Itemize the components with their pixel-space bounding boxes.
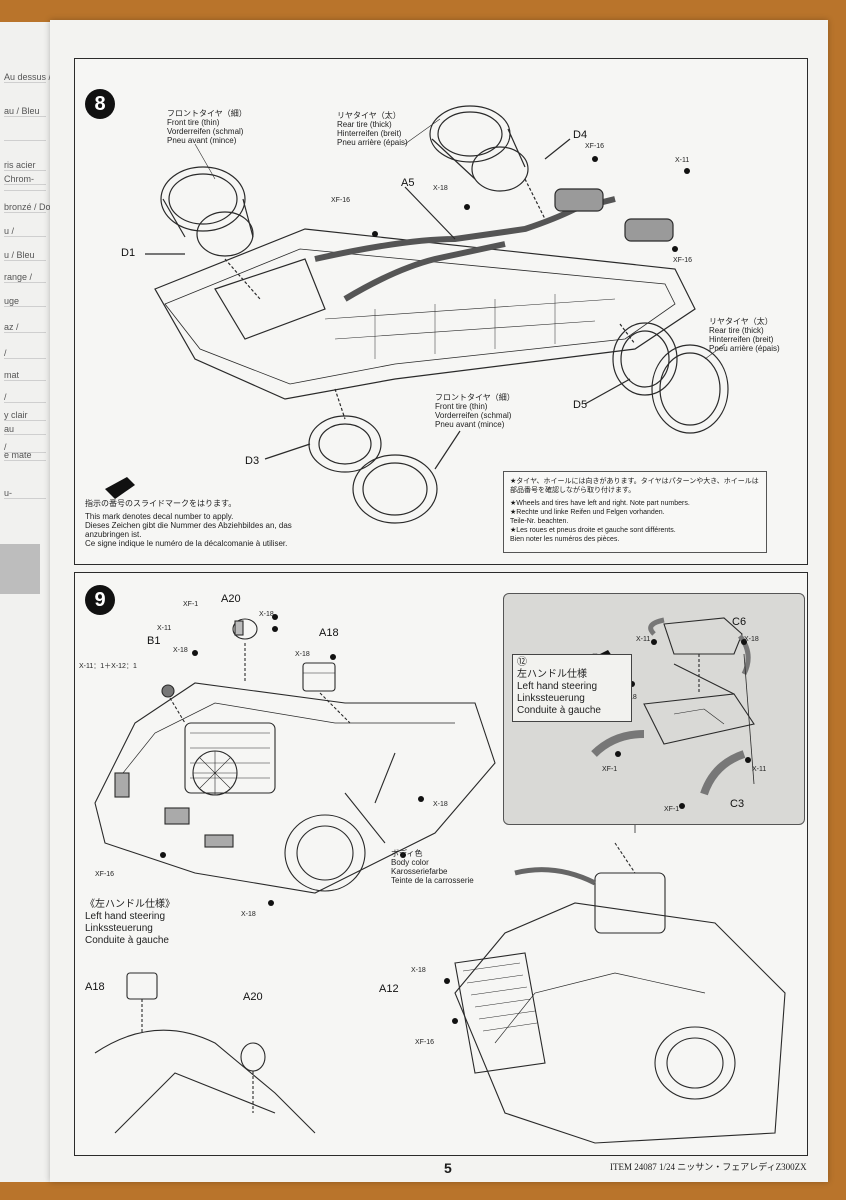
underpage-label: Chrom- xyxy=(4,174,46,185)
step-8-illustration xyxy=(105,105,729,524)
underpage-label: / xyxy=(4,348,46,359)
part-a12-label: A12 xyxy=(379,983,399,995)
paint-code: XF-16 xyxy=(673,257,693,264)
inset-steering-text: ⑫ 左ハンドル仕様 Left hand steering Linkssteuer… xyxy=(517,657,601,716)
underpage-label: au / Bleu xyxy=(4,106,46,117)
underpage-gray-block xyxy=(0,544,40,594)
paint-code: XF-16 xyxy=(415,1039,435,1046)
underpage-label: / xyxy=(4,442,46,453)
inset-illustration xyxy=(591,617,755,809)
part-a20-lower-label: A20 xyxy=(243,991,263,1003)
underpage-label: range / xyxy=(4,272,46,283)
part-c3-label: C3 xyxy=(730,798,745,810)
underpage-label: / xyxy=(4,392,46,403)
part-d3-label: D3 xyxy=(245,455,260,467)
underpage-label: bronzé / Doré xyxy=(4,202,59,213)
underpage-label: uge xyxy=(4,296,46,307)
item-number-line: ITEM 24087 1/24 ニッサン・フェアレディZ300ZX xyxy=(610,1162,807,1172)
paint-code: XF-1 xyxy=(183,601,199,608)
underpage-label: e mate xyxy=(4,450,46,461)
paint-code: X-18 xyxy=(433,801,448,808)
paint-code: X-18 xyxy=(173,647,188,654)
paint-code: X-11 xyxy=(636,636,651,643)
tire-orientation-note: ★タイヤ、ホイールには向きがあります。タイヤはパターンや大き、ホイールは 部品番… xyxy=(503,471,767,553)
paint-code: X-18 xyxy=(295,651,310,658)
paint-code: XF-1 xyxy=(602,766,618,773)
underpage-label: mat xyxy=(4,370,46,381)
paint-code: X-11：1＋X-12：1 xyxy=(79,663,137,670)
body-color-label: ボディ色 Body color Karosseriefarbe Teinte d… xyxy=(391,849,474,885)
step-8-panel: 8 フロントタイヤ（細） Front tire (thin) Vorderrei… xyxy=(74,58,808,565)
rear-tire-label-right: リヤタイヤ（太） Rear tire (thick) Hinterreifen … xyxy=(709,317,780,353)
front-tire-label: フロントタイヤ（細） Front tire (thin) Vorderreife… xyxy=(167,109,247,145)
paint-code: XF-1 xyxy=(664,806,680,813)
part-b1-label: B1 xyxy=(147,635,161,647)
lh-steering-inset: ⑪ C6 C3 X-11 X-18 X-18 XF-1 X-11 XF-1 ⑫ … xyxy=(503,593,805,825)
front-tire-label-bottom: フロントタイヤ（細） Front tire (thin) Vorderreife… xyxy=(435,393,515,429)
underpage-label: u / Bleu xyxy=(4,250,46,261)
underpage-label: u- xyxy=(4,488,46,499)
decal-note: 指示の番号のスライドマークをはります。 This mark denotes de… xyxy=(85,499,292,548)
part-d5-label: D5 xyxy=(573,399,588,411)
underpage-label: ris acier xyxy=(4,160,46,171)
underpage-label: u / xyxy=(4,226,46,237)
paint-code: X-18 xyxy=(433,185,448,192)
page-number: 5 xyxy=(444,1160,452,1176)
lh-steering-note-box: ⑫ 左ハンドル仕様 Left hand steering Linkssteuer… xyxy=(512,654,632,722)
paint-code: XF-16 xyxy=(585,143,605,150)
part-a20-label: A20 xyxy=(221,593,241,605)
underpage-label: az / xyxy=(4,322,46,333)
instruction-sheet: 8 フロントタイヤ（細） Front tire (thin) Vorderrei… xyxy=(50,20,828,1182)
part-a5-label: A5 xyxy=(401,177,415,189)
part-c6-label: C6 xyxy=(732,616,747,628)
step-number-badge: 9 xyxy=(85,585,115,615)
paint-code: XF-16 xyxy=(95,871,115,878)
paint-code: X-18 xyxy=(411,967,426,974)
step-9-panel: 9 A20 B1 A18 XF-1 X-18 X-11 X-18 X-11：1＋… xyxy=(74,572,808,1156)
part-d4-label: D4 xyxy=(573,129,588,141)
underpage-label xyxy=(4,190,46,191)
paint-code: XF-16 xyxy=(331,197,351,204)
rear-tire-label: リヤタイヤ（太） Rear tire (thick) Hinterreifen … xyxy=(337,111,408,147)
underpage-label: y clair xyxy=(4,410,46,421)
step-number-badge: 8 xyxy=(85,89,115,119)
paint-code: X-18 xyxy=(259,611,274,618)
paint-code: X-18 xyxy=(744,636,759,643)
underlying-page-edge: Au dessus / au / Bleu ris acier Chrom- b… xyxy=(0,22,59,1182)
paint-code: X-11 xyxy=(157,625,172,632)
underpage-label: Au dessus / xyxy=(4,72,52,83)
paint-code: X-11 xyxy=(752,766,767,773)
underpage-label xyxy=(4,140,46,141)
part-a18-label: A18 xyxy=(319,627,339,639)
part-d1-label: D1 xyxy=(121,247,136,259)
paint-code: X-11 xyxy=(675,157,690,164)
paint-code: X-18 xyxy=(241,911,256,918)
part-a18-lower-label: A18 xyxy=(85,981,105,993)
step-9-illustration xyxy=(94,614,786,1144)
underpage-label: au xyxy=(4,424,46,435)
lh-steering-label: 《左ハンドル仕様》 Left hand steering Linkssteuer… xyxy=(85,899,175,946)
